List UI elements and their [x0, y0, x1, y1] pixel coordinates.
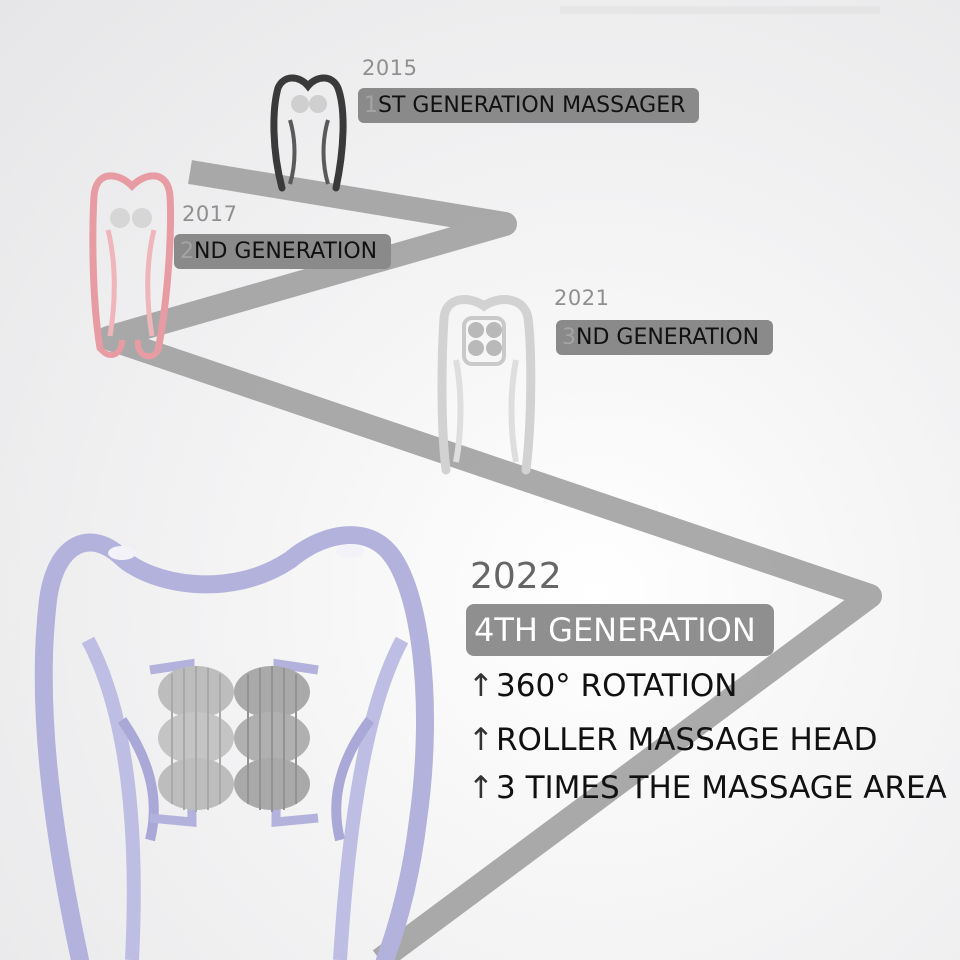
right-roller-stack	[234, 666, 310, 812]
gen3-label-text: ND GENERATION	[576, 325, 760, 350]
gen3-year: 2021	[554, 286, 610, 310]
gen4-label: 4TH GENERATION	[466, 604, 774, 656]
gen4-year: 2022	[470, 556, 562, 597]
feature-text: 360° ROTATION	[496, 668, 738, 704]
up-arrow-icon: ↑	[468, 770, 494, 806]
feature-text: 3 TIMES THE MASSAGE AREA	[496, 770, 947, 806]
feature-massage-area: ↑3 TIMES THE MASSAGE AREA	[468, 770, 947, 806]
feature-text: ROLLER MASSAGE HEAD	[496, 722, 878, 758]
up-arrow-icon: ↑	[468, 668, 494, 704]
gen2-label-text: ND GENERATION	[194, 239, 378, 264]
left-roller-stack	[158, 666, 234, 812]
gen3-label: 3ND GENERATION	[556, 320, 774, 355]
gen1-label: 1ST GENERATION MASSAGER	[358, 88, 700, 123]
gen1-year: 2015	[362, 56, 418, 80]
gen1-label-lead: 1	[364, 93, 378, 118]
gen2-year: 2017	[182, 202, 238, 226]
gen3-label-lead: 3	[562, 325, 576, 350]
feature-rotation: ↑360° ROTATION	[468, 668, 737, 704]
gen1-label-text: ST GENERATION MASSAGER	[378, 93, 686, 118]
feature-roller-head: ↑ROLLER MASSAGE HEAD	[468, 722, 877, 758]
up-arrow-icon: ↑	[468, 722, 494, 758]
gen2-label: 2ND GENERATION	[174, 234, 392, 269]
gen2-label-lead: 2	[180, 239, 194, 264]
